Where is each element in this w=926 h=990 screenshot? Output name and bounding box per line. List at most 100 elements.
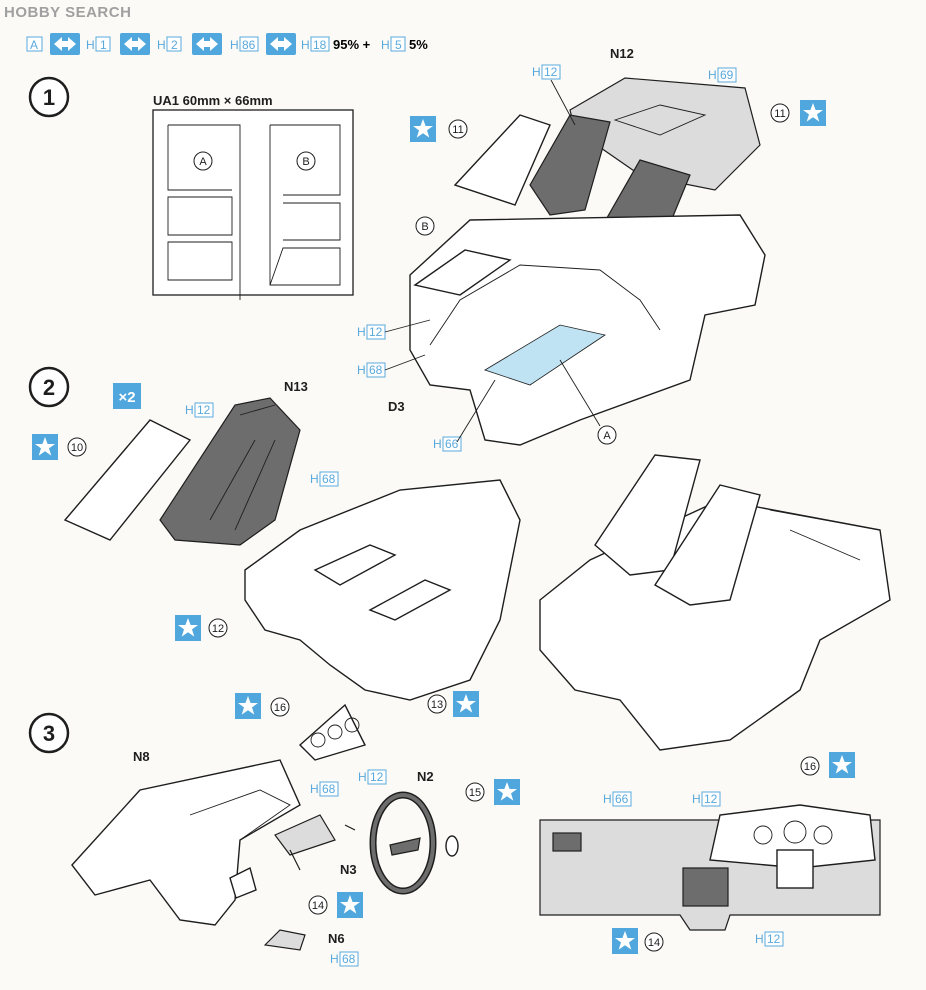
arrow-icon <box>120 33 150 55</box>
part-n8-dashboard <box>71 759 301 926</box>
legend-code-a-box <box>26 36 43 52</box>
step-3: 3 N8 16 H 68 N3 H 12 N2 15 14 N6 H 68 <box>28 693 881 967</box>
part-n3-column <box>274 814 336 856</box>
times-2-badge <box>113 383 141 409</box>
label-n6: N6 <box>328 931 345 946</box>
label-h-66-dash-prefix: H <box>603 792 612 806</box>
label-h-66-d3-num: 66 <box>445 437 459 451</box>
part-d3-tub <box>409 214 766 446</box>
legend-mix-pct1: 95% + <box>333 37 371 52</box>
label-n12: N12 <box>610 46 634 61</box>
star-icon <box>410 116 436 142</box>
star-icon <box>612 928 638 954</box>
decal-16-gauges <box>298 703 366 761</box>
arrow-icon <box>266 33 296 55</box>
part-seat-right-installed <box>654 484 761 606</box>
step-2: 2 ×2 N13 H 12 H 68 10 12 13 <box>28 366 891 751</box>
legend-h18-prefix: H <box>301 38 310 52</box>
callout-b: B <box>421 221 428 233</box>
label-h-69-prefix: H <box>708 68 717 82</box>
label-h-66-dash-num: 66 <box>615 792 629 806</box>
step-3-number: 3 <box>43 721 55 746</box>
callout-10: 10 <box>71 442 83 454</box>
label-h-68-d3-num: 68 <box>369 363 383 377</box>
callout-16-right: 16 <box>804 761 816 773</box>
callout-13: 13 <box>431 699 443 711</box>
legend-h18-num: 18 <box>313 38 327 52</box>
star-icon <box>829 752 855 778</box>
legend-code-a: A <box>30 38 38 52</box>
decal-10 <box>63 419 192 541</box>
callout-a: A <box>603 430 611 442</box>
legend-h86-num: 86 <box>242 38 256 52</box>
legend-h2-num: 2 <box>171 38 178 52</box>
label-h-66-d3-prefix: H <box>433 437 442 451</box>
label-h-12-step2-prefix: H <box>185 403 194 417</box>
decal-13 <box>368 579 452 621</box>
label-n8: N8 <box>133 749 150 764</box>
arrow-icon <box>50 33 80 55</box>
callout-15: 15 <box>469 787 481 799</box>
label-h-12-wheel-num: 12 <box>370 770 384 784</box>
star-icon <box>235 693 261 719</box>
label-h-12-step1-prefix: H <box>532 65 541 79</box>
label-n2: N2 <box>417 769 434 784</box>
part-front-seat-left <box>529 114 611 216</box>
decal-11-left <box>453 114 551 206</box>
decal-14 <box>229 866 257 899</box>
label-h-12-dash-num: 12 <box>704 792 718 806</box>
label-h-68-column-prefix: H <box>310 782 319 796</box>
callout-11-left: 11 <box>452 124 463 136</box>
label-h-68-step2-num: 68 <box>322 472 336 486</box>
callout-12: 12 <box>212 623 224 635</box>
vent-panel <box>776 849 814 889</box>
label-h-68-step2-prefix: H <box>310 472 319 486</box>
star-icon <box>800 100 826 126</box>
label-h-12-d3-prefix: H <box>357 325 366 339</box>
paint-legend: A H 1 H 2 H 86 H 18 95% + H 5 5% <box>26 33 428 55</box>
step-1-number: 1 <box>43 85 55 110</box>
label-d3: D3 <box>388 399 405 414</box>
decal-sheet <box>152 109 354 296</box>
label-h-68-d3-prefix: H <box>357 363 366 377</box>
legend-mix-pct2: 5% <box>409 37 428 52</box>
label-h-68-column-num: 68 <box>322 782 336 796</box>
decal-b-label: B <box>302 156 309 168</box>
star-icon <box>453 691 479 717</box>
step-2-number: 2 <box>43 375 55 400</box>
label-h-12-dash-lower-num: 12 <box>767 932 781 946</box>
times-2-label: ×2 <box>118 389 135 406</box>
part-n13-seat <box>159 397 301 546</box>
legend-h86-prefix: H <box>230 38 239 52</box>
legend-h2-prefix: H <box>157 38 166 52</box>
watermark: HOBBY SEARCH <box>4 4 132 21</box>
callout-14-right: 14 <box>648 937 660 949</box>
label-h-68-shifter-num: 68 <box>342 952 356 966</box>
label-h-12-step1-num: 12 <box>544 65 558 79</box>
label-h-12-d3-num: 12 <box>369 325 383 339</box>
label-h-12-step2-num: 12 <box>197 403 211 417</box>
legend-h5-prefix: H <box>381 38 390 52</box>
callout-11-right: 11 <box>774 108 785 120</box>
label-h-68-shifter-prefix: H <box>330 952 339 966</box>
part-seat-left-installed <box>594 454 701 576</box>
decal-15-horn <box>445 835 459 857</box>
star-icon <box>175 615 201 641</box>
star-icon <box>337 892 363 918</box>
label-h-12-dash-lower-prefix: H <box>755 932 764 946</box>
part-tub-step2 <box>244 479 521 701</box>
label-h-12-wheel-prefix: H <box>358 770 367 784</box>
label-h-12-dash-prefix: H <box>692 792 701 806</box>
decal-12 <box>313 544 397 586</box>
arrow-icon <box>192 33 222 55</box>
legend-h1-prefix: H <box>86 38 95 52</box>
decal-b-floor <box>413 249 512 296</box>
decal-sheet-title: UA1 60mm × 66mm <box>153 93 273 108</box>
decal-a-floor <box>484 324 607 386</box>
callout-16-left: 16 <box>274 702 286 714</box>
step-1: 1 UA1 60mm × 66mm A B N12 H 69 H 12 11 1… <box>28 46 826 452</box>
legend-h1-num: 1 <box>100 38 107 52</box>
decal-a-label: A <box>199 156 207 168</box>
legend-h5-num: 5 <box>395 38 402 52</box>
